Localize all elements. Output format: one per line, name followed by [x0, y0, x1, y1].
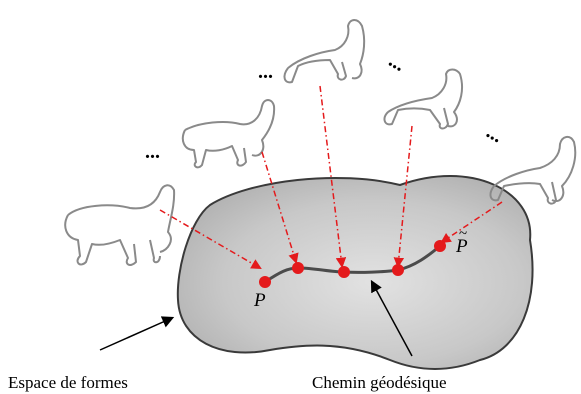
- label-geodesic-path: Chemin géodésique: [312, 373, 447, 392]
- label-shape-space: Espace de formes: [8, 373, 128, 392]
- horse-shape-5: [489, 136, 577, 205]
- geodesic-point-end: [434, 240, 446, 252]
- ellipsis-4: ...: [483, 121, 507, 148]
- horse-shape-4: [383, 68, 464, 130]
- geodesic-point-4: [392, 264, 404, 276]
- geodesic-point-3: [338, 266, 350, 278]
- horse-shape-1: [64, 184, 176, 266]
- shape-space-pointer-arrow: [99, 316, 175, 351]
- label-end-point-tilde: ~: [459, 226, 467, 242]
- horse-shape-2: [181, 99, 276, 169]
- geodesic-point-2: [292, 262, 304, 274]
- horse-shape-3: [283, 19, 366, 84]
- geodesic-pointer-arrow: [370, 279, 413, 357]
- projection-arrow-5: [440, 201, 503, 244]
- projection-arrow-2: [261, 151, 299, 265]
- ellipsis-1: ...: [145, 141, 160, 163]
- ellipsis-3: ...: [385, 49, 409, 76]
- geodesic-point-start: [259, 276, 271, 288]
- ellipsis-2: ...: [258, 61, 273, 83]
- projection-arrow-3: [319, 85, 347, 269]
- label-end-point: P: [455, 236, 468, 257]
- projection-arrow-1: [159, 209, 262, 270]
- projection-arrow-4: [393, 125, 413, 269]
- label-start-point: P: [253, 290, 266, 311]
